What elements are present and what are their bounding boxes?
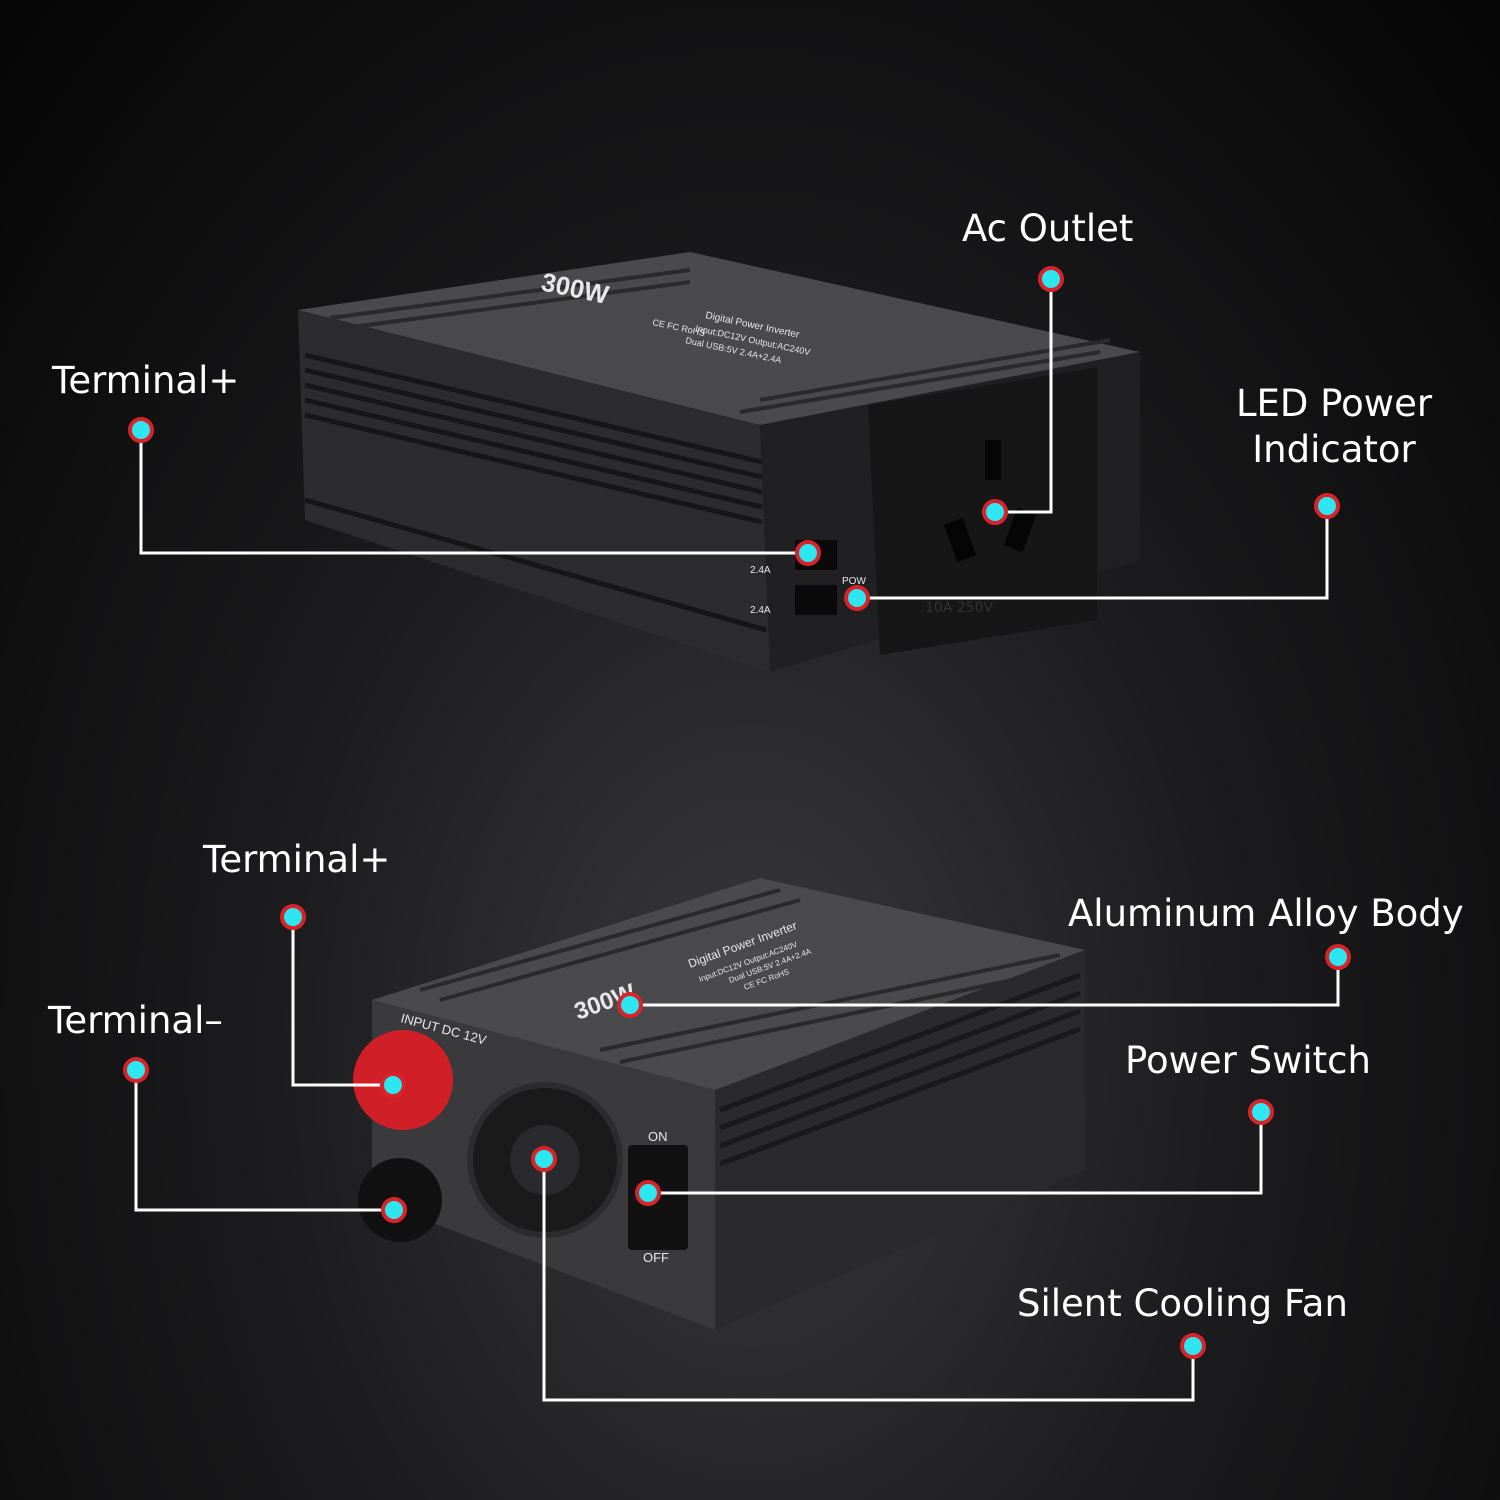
outlet-slot-icon bbox=[1003, 507, 1037, 553]
inverter-front-view: INPUT DC 12V ON OFF 300W Digital Power I… bbox=[353, 878, 1085, 1330]
callout-power-switch: Power Switch bbox=[1125, 1039, 1371, 1082]
callout-terminal-minus: Terminal– bbox=[48, 999, 223, 1042]
switch-on-label: ON bbox=[648, 1129, 668, 1144]
leader-power-switch bbox=[648, 1112, 1263, 1195]
callout-dot bbox=[1314, 493, 1340, 519]
side-fins bbox=[719, 972, 1081, 1167]
heat-fins bbox=[419, 888, 1071, 1064]
callout-dot bbox=[844, 585, 870, 611]
callout-dot bbox=[795, 540, 821, 566]
pow-label: POW bbox=[842, 576, 866, 587]
callout-dot bbox=[1325, 944, 1351, 970]
callout-line: LED Power bbox=[1235, 382, 1433, 425]
callout-dot bbox=[531, 1146, 557, 1172]
leader-led-indicator bbox=[857, 506, 1329, 600]
side-face bbox=[298, 310, 770, 672]
callout-terminal-plus-bottom: Terminal+ bbox=[203, 838, 391, 881]
callout-cooling-fan: Silent Cooling Fan bbox=[1017, 1282, 1348, 1325]
switch-off-label: OFF bbox=[643, 1250, 669, 1265]
side-fins bbox=[304, 352, 767, 633]
callout-dot bbox=[280, 904, 306, 930]
callout-dot bbox=[381, 1197, 407, 1223]
leader-ac-outlet bbox=[995, 279, 1053, 514]
outlet-slot-icon bbox=[943, 517, 977, 563]
callout-dot bbox=[1248, 1099, 1274, 1125]
leader-terminal-minus bbox=[134, 1070, 394, 1212]
callout-line: Indicator bbox=[1252, 428, 1416, 471]
callout-dot bbox=[982, 499, 1008, 525]
callout-aluminum-body: Aluminum Alloy Body bbox=[1068, 892, 1464, 935]
callout-dot bbox=[1180, 1333, 1206, 1359]
inverter-top-view: 300W Digital Power Inverter Input:DC12V … bbox=[298, 252, 1140, 672]
callout-dot bbox=[380, 1072, 406, 1098]
leader-aluminum-body bbox=[630, 957, 1340, 1007]
callout-dot bbox=[617, 992, 643, 1018]
callout-terminal-plus-top: Terminal+ bbox=[52, 359, 240, 402]
usb-port-icon bbox=[795, 585, 837, 615]
callout-dot bbox=[128, 417, 154, 443]
outlet-rating: 10A 250V bbox=[925, 600, 994, 616]
leader-lines bbox=[134, 279, 1340, 1402]
callout-dot bbox=[1038, 266, 1064, 292]
leader-cooling-fan bbox=[542, 1159, 1195, 1402]
callout-led-power-indicator: LED Power Indicator bbox=[1214, 381, 1454, 473]
callout-dot bbox=[123, 1057, 149, 1083]
callout-dots bbox=[123, 266, 1351, 1359]
usb-rating: 2.4A bbox=[750, 565, 771, 576]
callout-dot bbox=[635, 1180, 661, 1206]
outlet-slot-icon bbox=[985, 440, 1001, 480]
callout-ac-outlet: Ac Outlet bbox=[962, 207, 1134, 250]
top-face bbox=[372, 878, 1085, 1090]
leader-terminal-plus-bottom bbox=[291, 917, 393, 1087]
leader-terminal-plus-top bbox=[139, 430, 808, 555]
usb-rating: 2.4A bbox=[750, 605, 771, 616]
